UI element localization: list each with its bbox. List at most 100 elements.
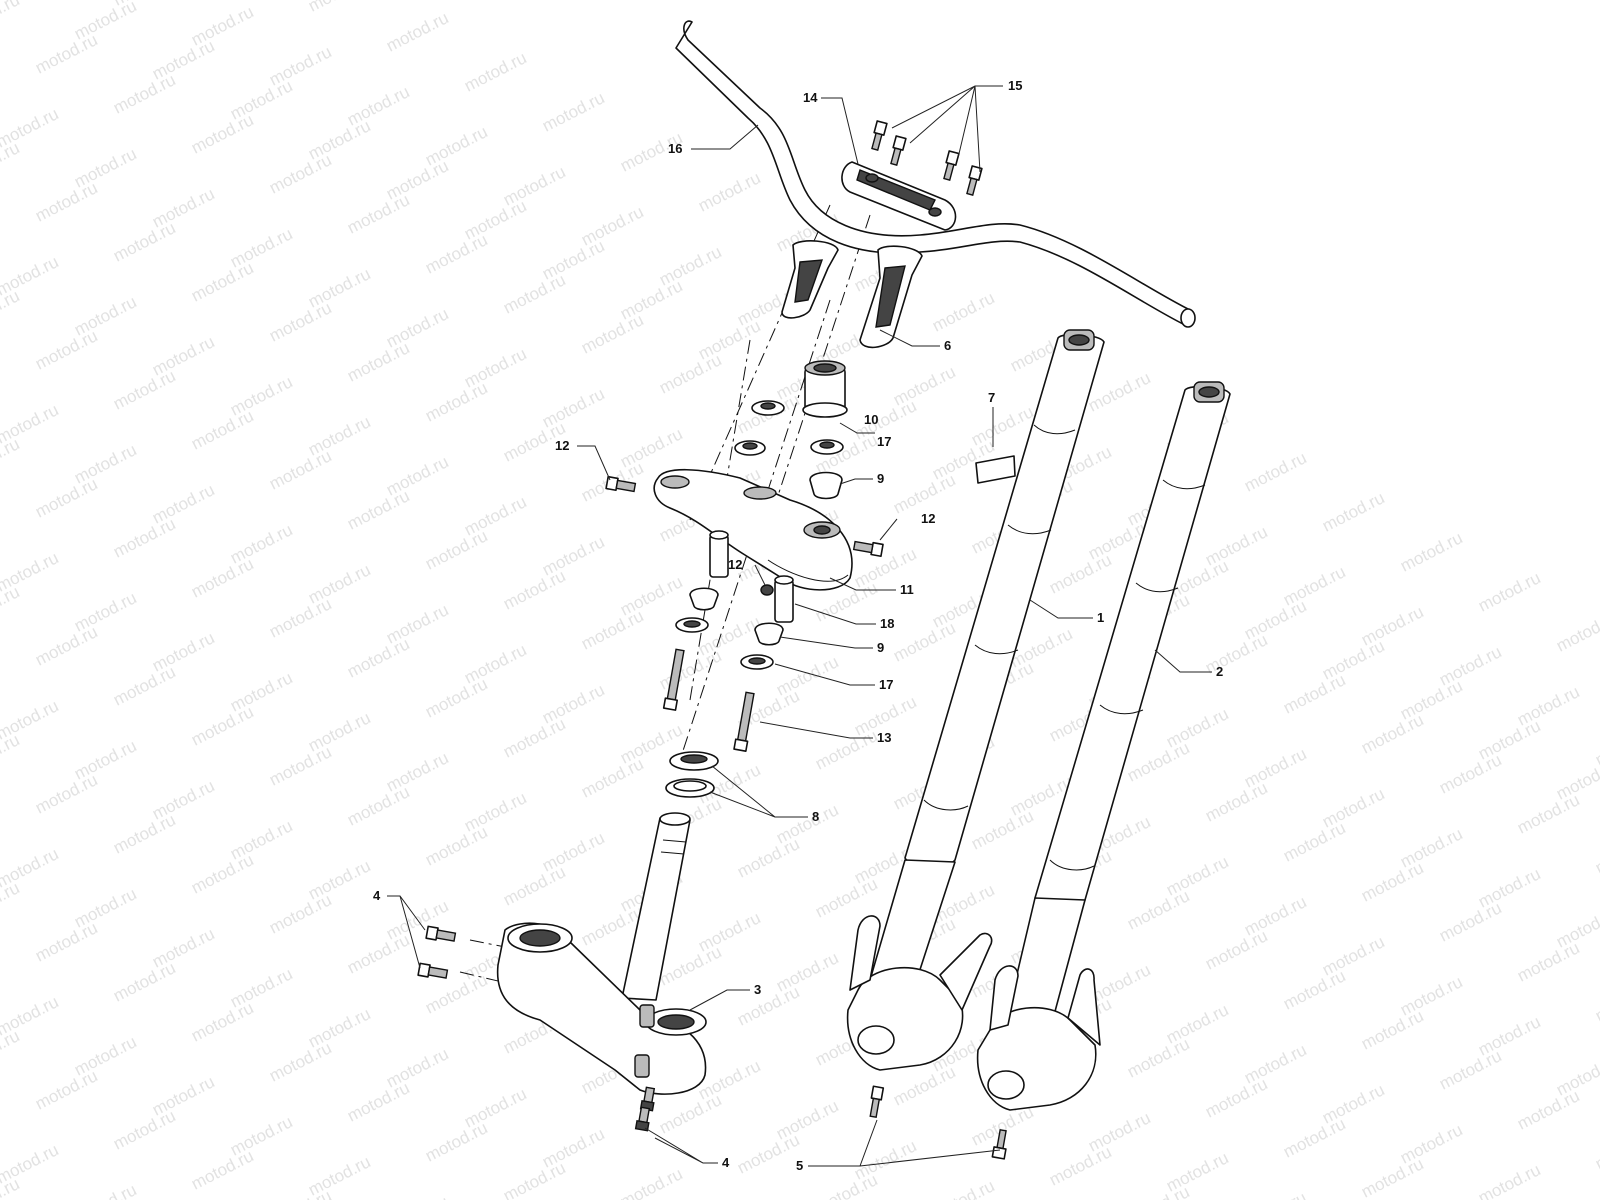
watermark-text: motod.ru [0,582,23,629]
upper-washers [734,400,844,500]
watermark-text: motod.ru [422,378,490,425]
callout-12-left: 12 [555,438,569,453]
watermark-text: motod.ru [110,70,178,117]
lower-spacers [675,530,794,670]
watermark-text: motod.ru [1085,368,1153,415]
watermark-text: motod.ru [344,190,412,237]
handlebar-clamp [841,161,957,231]
lower-clamp-bolts [417,925,656,1132]
watermark-text: motod.ru [1436,1194,1504,1200]
callout-13: 13 [877,730,891,745]
callout-4-top: 4 [373,888,381,903]
watermark-text: motod.ru [1124,886,1192,933]
watermark-text: motod.ru [1124,1034,1192,1081]
label-sticker [975,455,1016,484]
watermark-text: motod.ru [968,806,1036,853]
watermark-text: motod.ru [500,566,568,613]
callout-labels: 1 2 3 4 4 5 6 7 8 9 9 10 11 12 12 12 13 … [373,78,1223,1173]
watermark-text: motod.ru [812,874,880,921]
callout-5: 5 [796,1158,803,1173]
watermark-text: motod.ru [1514,1086,1582,1133]
watermark-text: motod.ru [812,1170,880,1200]
watermark-text: motod.ru [1514,790,1582,837]
watermark-text: motod.ru [344,782,412,829]
watermark-text: motod.ru [890,618,958,665]
watermark-text: motod.ru [578,754,646,801]
watermark-text: motod.ru [0,878,23,925]
watermark-text: motod.ru [188,406,256,453]
callout-10: 10 [864,412,878,427]
pinch-bolts [605,475,884,596]
watermark-text: motod.ru [71,1180,139,1200]
steering-stem [621,812,691,1001]
watermark-text: motod.ru [1202,778,1270,825]
callout-18: 18 [880,616,894,631]
watermark-text: motod.ru [266,742,334,789]
watermark-text: motod.ru [0,1026,23,1073]
watermark-text: motod.ru [1319,488,1387,535]
watermark-text: motod.ru [0,434,23,481]
watermark-text: motod.ru [1358,1154,1426,1200]
watermark-text: motod.ru [422,674,490,721]
watermark-text: motod.ru [0,730,23,777]
callout-4-bottom: 4 [722,1155,730,1170]
callout-14: 14 [803,90,818,105]
handlebar-riser-right [859,245,923,349]
watermark-text: motod.ru [1358,1006,1426,1053]
watermark-text: motod.ru [188,702,256,749]
watermark-text: motod.ru [344,1078,412,1125]
fork-leg-right [976,381,1231,1111]
watermark-text: motod.ru [1202,630,1270,677]
watermark-text: motod.ru [266,890,334,937]
callout-2: 2 [1216,664,1223,679]
fork-leg-left [846,329,1105,1071]
watermark-text: motod.ru [1436,1046,1504,1093]
watermark-text: motod.ru [1241,1188,1309,1200]
watermark-text: motod.ru [188,110,256,157]
watermark-text: motod.ru [539,88,607,135]
watermark-text: motod.ru [110,958,178,1005]
watermark-text: motod.ru [1280,670,1348,717]
watermark-text: motod.ru [1592,1126,1600,1173]
watermark-text: motod.ru [32,918,100,965]
watermark-text: motod.ru [500,1158,568,1200]
watermark-text: motod.ru [1592,978,1600,1025]
watermark-text: motod.ru [656,350,724,397]
watermark-text: motod.ru [578,606,646,653]
watermark-text: motod.ru [461,48,529,95]
leader-lines [387,85,1212,1167]
watermark-text: motod.ru [1358,710,1426,757]
watermark-text: motod.ru [1202,926,1270,973]
callout-6: 6 [944,338,951,353]
watermark-text: motod.ru [734,1130,802,1177]
lower-triple-clamp [496,922,707,1095]
clamp-bolts [871,120,983,196]
watermark-text: motod.ru [1436,750,1504,797]
watermark-text: motod.ru [0,1174,23,1200]
watermark-text: motod.ru [500,270,568,317]
watermark-text: motod.ru [1280,1114,1348,1161]
watermark-text: motod.ru [188,554,256,601]
callout-15: 15 [1008,78,1022,93]
watermark-text: motod.ru [1592,830,1600,877]
watermark-text: motod.ru [344,338,412,385]
watermark-text: motod.ru [1514,938,1582,985]
watermark-text: motod.ru [1241,448,1309,495]
watermark-text: motod.ru [1475,568,1543,615]
watermark-text: motod.ru [1553,608,1600,655]
callout-16: 16 [668,141,682,156]
watermark-text: motod.ru [1280,966,1348,1013]
watermark-text: motod.ru [1280,818,1348,865]
watermark-text: motod.ru [617,1164,685,1200]
watermark-text: motod.ru [32,474,100,521]
watermark-text: motod.ru [1202,1074,1270,1121]
watermark-text: motod.ru [344,930,412,977]
watermark-text: motod.ru [656,942,724,989]
watermark-text: motod.ru [383,8,451,55]
watermark-text: motod.ru [32,30,100,77]
watermark-text: motod.ru [734,982,802,1029]
watermark-text: motod.ru [188,258,256,305]
long-bolts [662,648,755,752]
watermark-text: motod.ru [1124,1182,1192,1200]
